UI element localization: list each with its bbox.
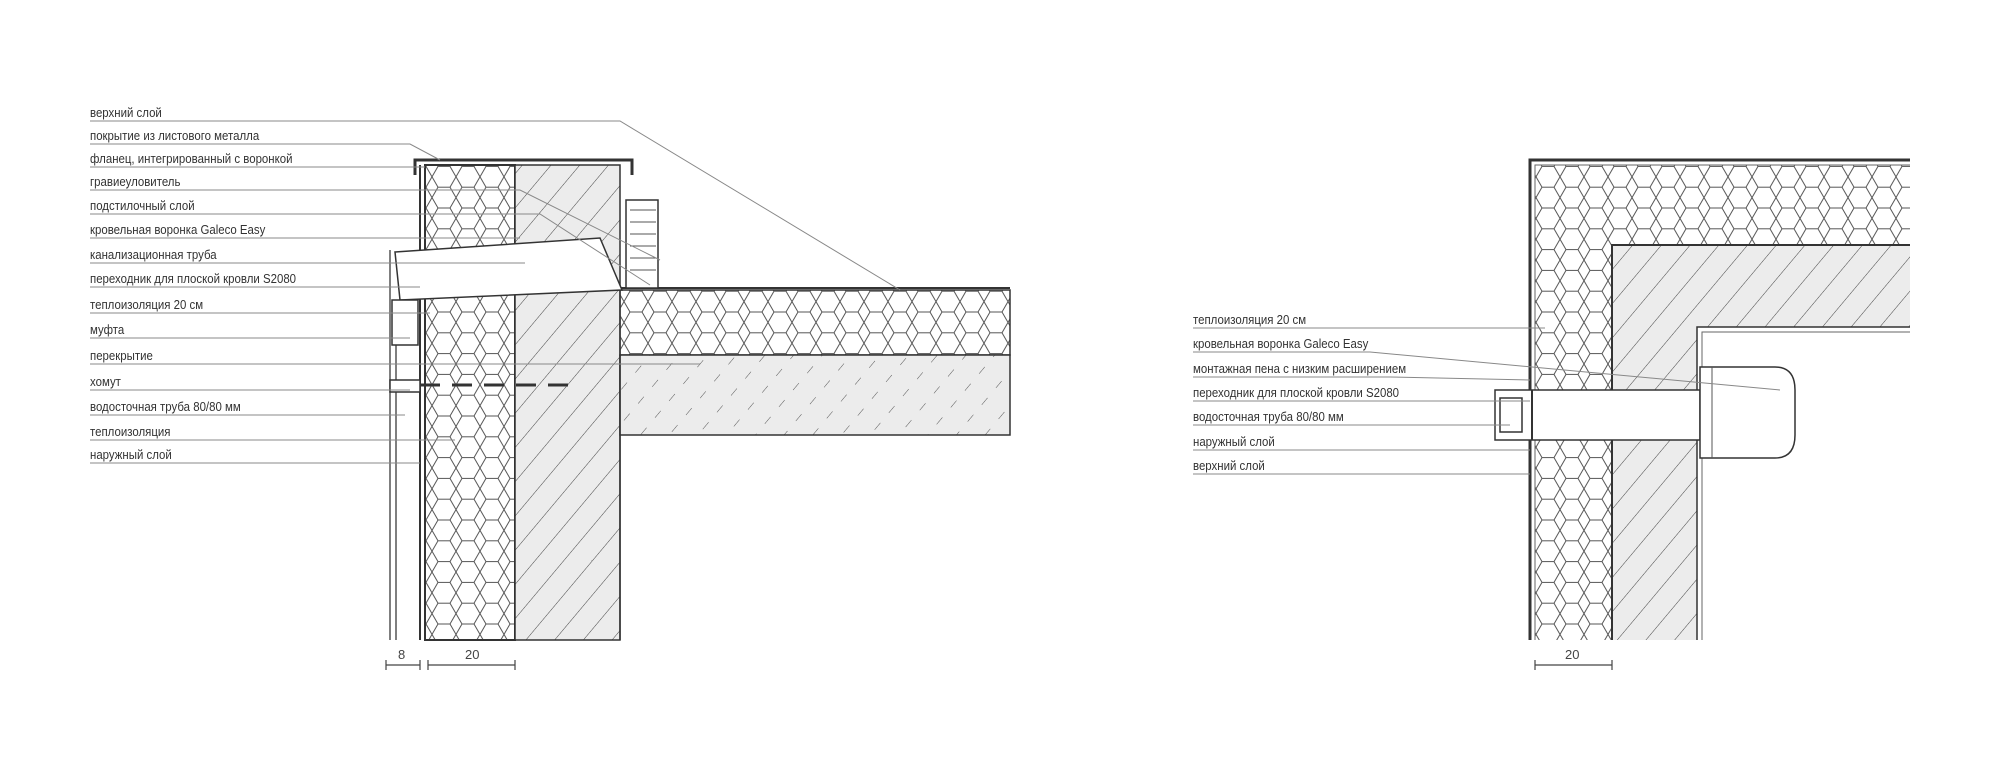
roof-insulation bbox=[1535, 165, 1910, 245]
left-label: фланец, интегрированный с воронкой bbox=[90, 151, 293, 166]
right-section bbox=[1193, 158, 1910, 670]
right-label: наружный слой bbox=[1193, 434, 1275, 449]
left-label: гравиеуловитель bbox=[90, 174, 181, 189]
right-label: переходник для плоской кровли S2080 bbox=[1193, 385, 1400, 400]
coupling bbox=[391, 299, 419, 346]
left-label: теплоизоляция bbox=[90, 424, 171, 439]
left-label: верхний слой bbox=[90, 105, 162, 120]
left-label: теплоизоляция 20 см bbox=[90, 297, 204, 312]
adapter-pipe bbox=[1494, 389, 1701, 441]
dimension-label: 8 bbox=[398, 647, 406, 662]
right-label: верхний слой bbox=[1193, 458, 1265, 473]
right-label: монтажная пена с низким расширением bbox=[1193, 361, 1407, 376]
roof-slab bbox=[1612, 245, 1910, 327]
dimension-label: 20 bbox=[465, 647, 480, 662]
left-label: наружный слой bbox=[90, 447, 172, 462]
right-label: водосточная труба 80/80 мм bbox=[1193, 409, 1344, 424]
roof-outlet bbox=[1699, 366, 1796, 459]
left-label: подстилочный слой bbox=[90, 198, 195, 213]
left-label: канализационная труба bbox=[90, 247, 217, 262]
left-leader-lines bbox=[90, 120, 901, 464]
left-label: кровельная воронка Galeco Easy bbox=[90, 222, 266, 237]
right-leader-lines bbox=[1193, 327, 1781, 475]
left-label: муфта bbox=[90, 322, 125, 337]
wall-concrete bbox=[1612, 327, 1697, 640]
left-label: переходник для плоской кровли S2080 bbox=[90, 271, 297, 286]
left-section bbox=[90, 120, 1011, 670]
sewer-pipe bbox=[394, 237, 624, 301]
gravel-guard bbox=[625, 199, 659, 289]
downpipe-section bbox=[1499, 397, 1523, 433]
left-label: водосточная труба 80/80 мм bbox=[90, 399, 241, 414]
wall-concrete bbox=[514, 164, 621, 641]
left-label: хомут bbox=[90, 374, 121, 389]
right-dimension-line bbox=[1534, 660, 1613, 670]
right-label: теплоизоляция 20 см bbox=[1193, 312, 1307, 327]
wall-insulation bbox=[1535, 245, 1612, 640]
right-label: кровельная воронка Galeco Easy bbox=[1193, 336, 1369, 351]
roof-insulation bbox=[619, 289, 1011, 356]
roof-slab bbox=[619, 354, 1011, 436]
dimension-label: 20 bbox=[1565, 647, 1580, 662]
left-label: перекрытие bbox=[90, 348, 153, 363]
left-dimension-lines bbox=[385, 660, 516, 670]
wall-insulation bbox=[424, 164, 516, 641]
left-label: покрытие из листового металла bbox=[90, 128, 260, 143]
